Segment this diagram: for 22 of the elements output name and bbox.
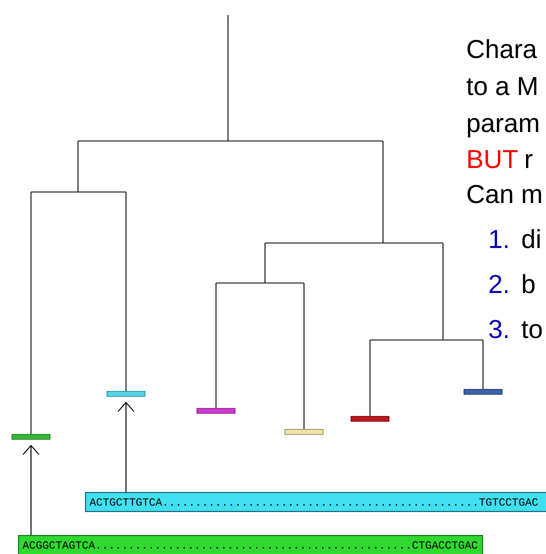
- leaf-bar: [350, 416, 390, 422]
- text-line: b: [522, 274, 535, 294]
- sequence-bar: ACTGCTTGTCA................................................TGTCCTGAC: [85, 492, 546, 512]
- sequence-bar: ACGGCTAGTCA................................................CTGACCTGAC: [18, 535, 483, 554]
- arrow: [118, 402, 134, 492]
- leaf-bar: [12, 434, 50, 440]
- list-number: 3.: [489, 320, 508, 338]
- leaf-bar: [106, 391, 146, 397]
- text-line: param: [468, 118, 538, 138]
- list-number: 1.: [490, 230, 508, 248]
- text-line: BUT: [468, 150, 518, 168]
- text-line: Can m: [468, 184, 542, 204]
- text-line: to a M: [466, 77, 536, 96]
- leaf-bar: [284, 429, 324, 435]
- arrow: [22, 444, 40, 536]
- list-number: 2.: [490, 274, 508, 293]
- leaf-bar: [196, 408, 236, 414]
- leaf-bar: [464, 389, 502, 395]
- text-line: di: [522, 229, 540, 248]
- text-line: Chara: [468, 39, 537, 58]
- text-line: r: [526, 154, 532, 168]
- text-line: to: [522, 321, 542, 338]
